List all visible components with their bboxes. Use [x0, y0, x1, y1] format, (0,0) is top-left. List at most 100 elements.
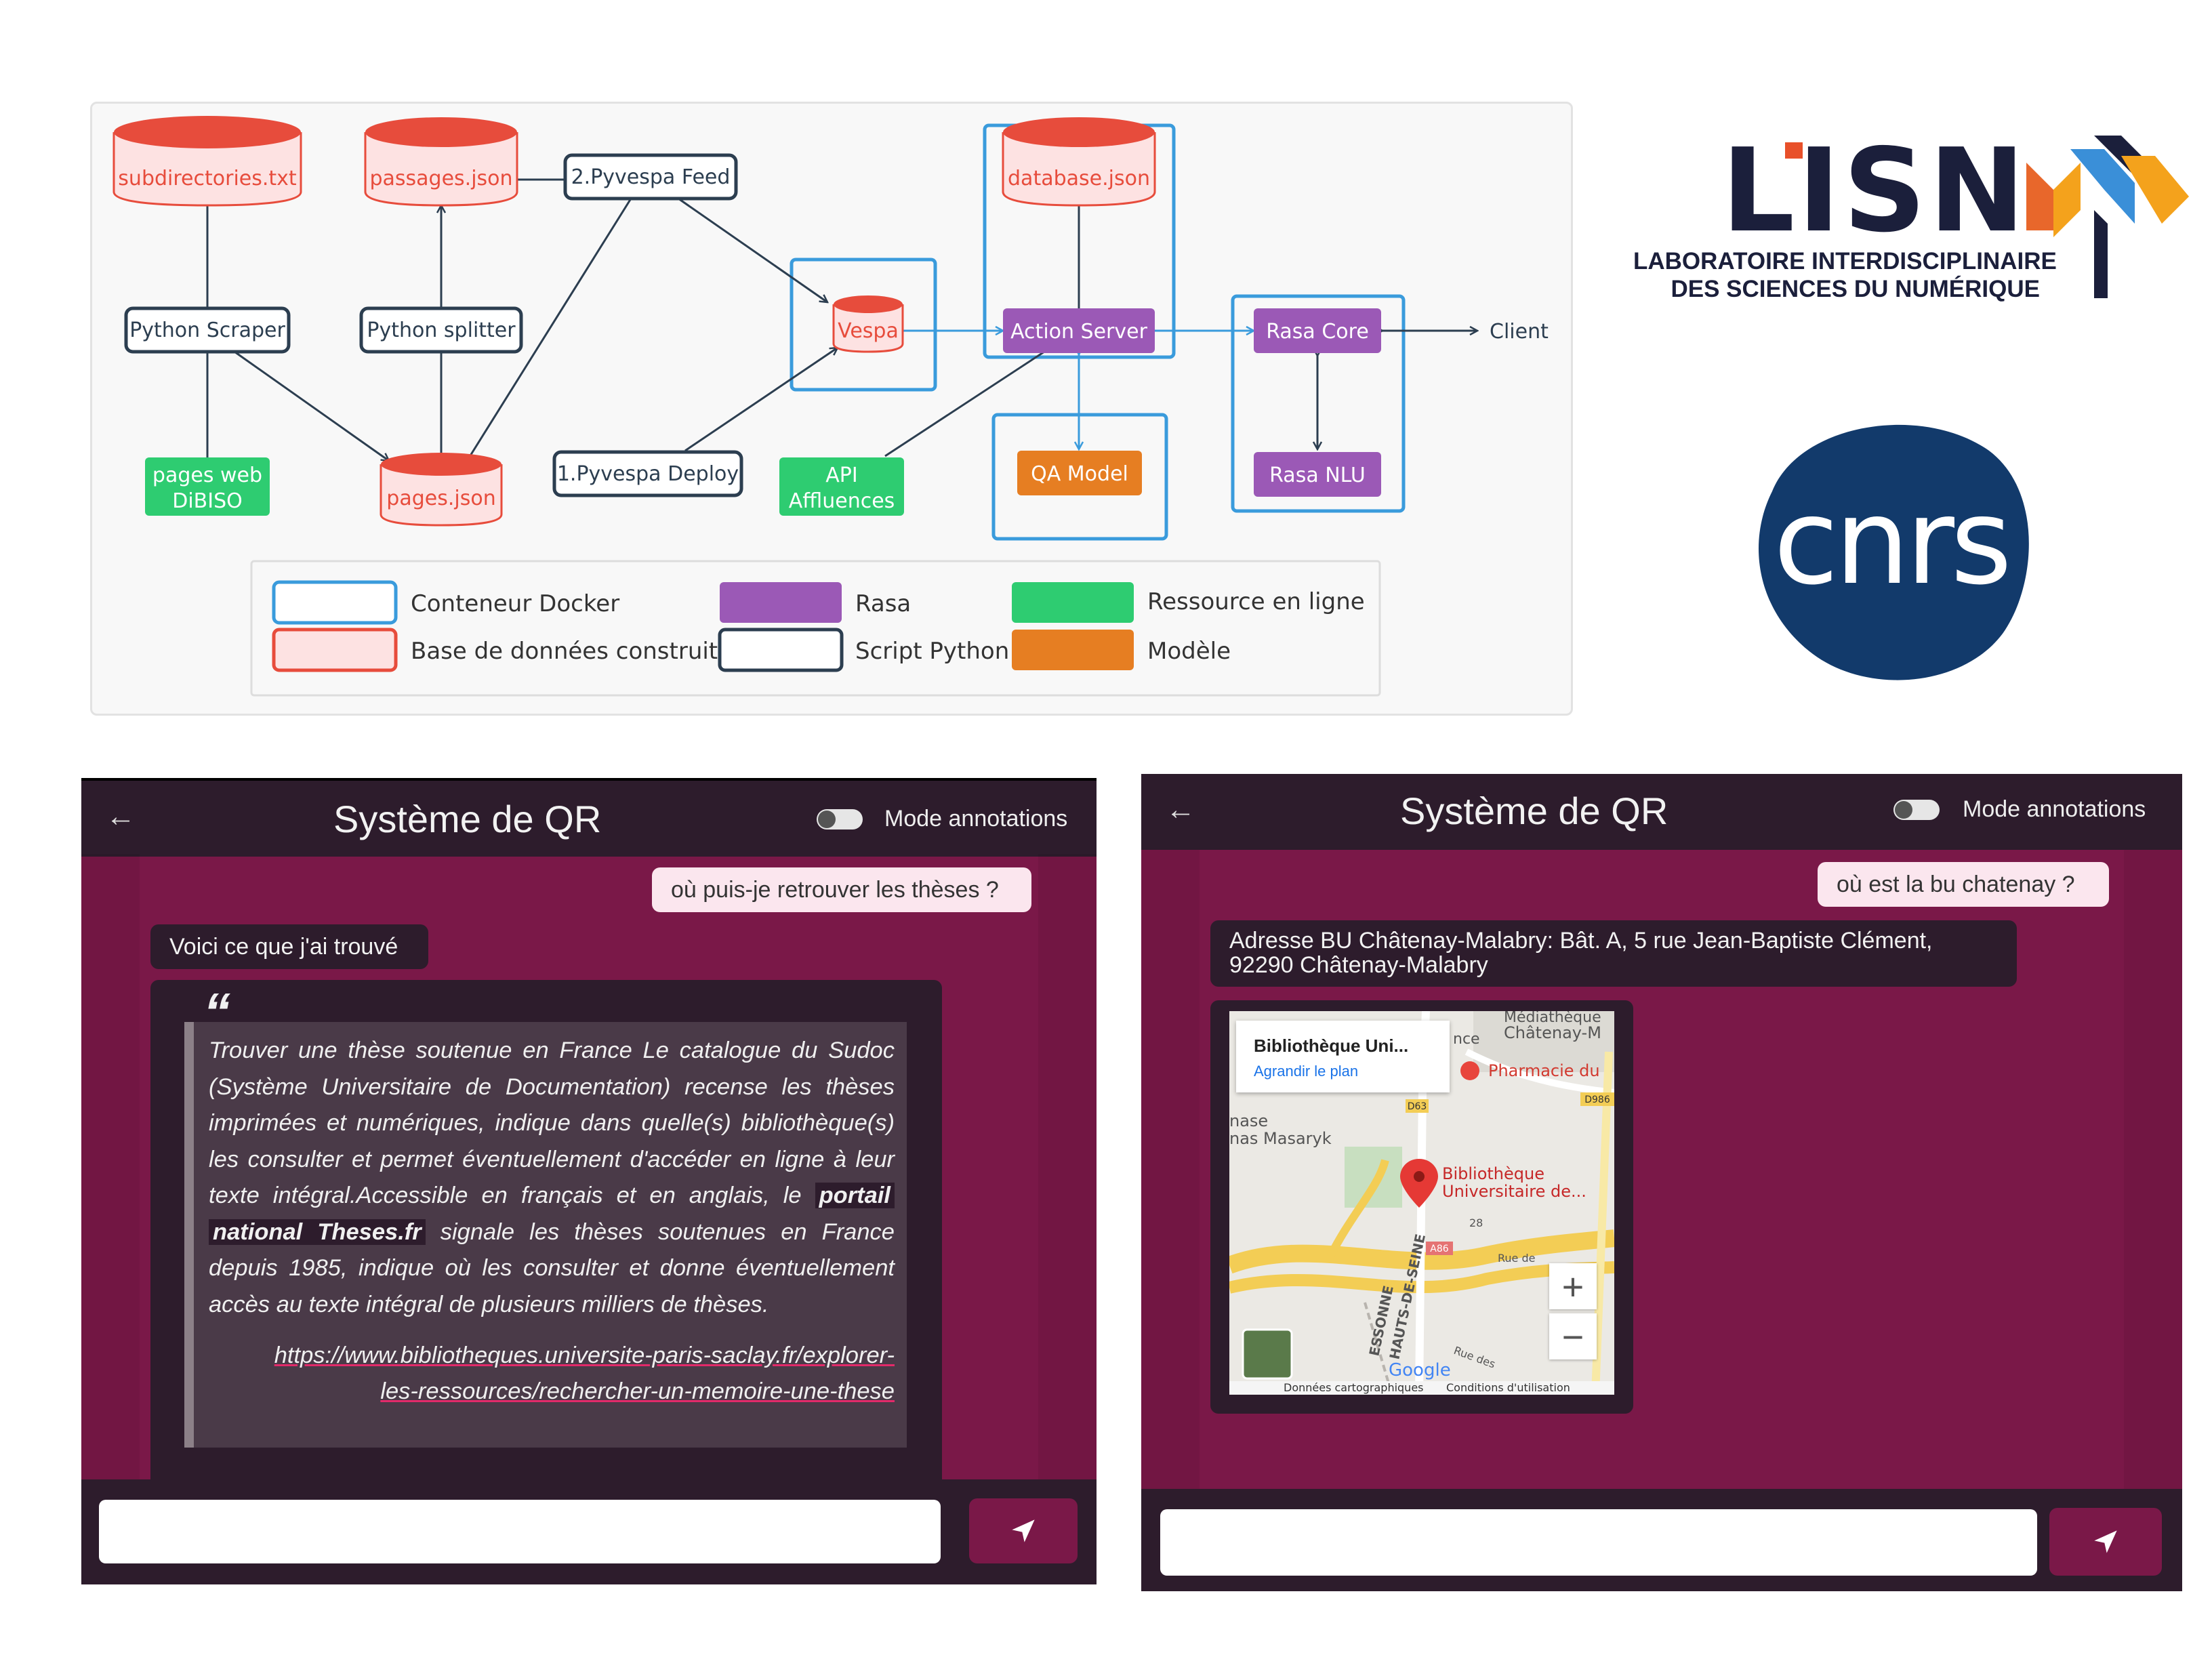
- map-card: D63 D986 A86 28 Rue de Rue des Médiathèq…: [1210, 1000, 1633, 1414]
- quote-link-line2[interactable]: les-ressources/rechercher-un-memoire-une…: [380, 1378, 895, 1404]
- legend-swatch-rasa: [720, 582, 842, 623]
- bot-answer-line1: Adresse BU Châtenay-Malabry: Bât. A, 5 r…: [1229, 928, 1933, 954]
- annotation-mode-label: Mode annotations: [884, 806, 1068, 832]
- script-pyvespa-deploy-label: 1.Pyvespa Deploy: [557, 462, 739, 486]
- legend-db-label: Base de données construite: [411, 638, 732, 665]
- model-qa: QA Model: [1017, 451, 1142, 495]
- edge-deploy-vespa: [684, 348, 838, 452]
- back-arrow-icon[interactable]: ←: [1166, 793, 1195, 826]
- quote-card: “ Trouver une thèse soutenue en France L…: [150, 980, 942, 1495]
- input-bar: [81, 1479, 1097, 1584]
- annotation-mode-toggle[interactable]: [1893, 800, 1940, 820]
- map-popup-link[interactable]: Agrandir le plan: [1254, 1063, 1359, 1080]
- edge-scraper-pagesjson: [234, 350, 389, 461]
- online-pages-web-label2: DiBISO: [172, 489, 243, 513]
- map-road-d63-label: D63: [1408, 1101, 1427, 1112]
- map-road-28-label: 28: [1469, 1216, 1483, 1229]
- quote-link[interactable]: https://www.bibliotheques.universite-par…: [209, 1338, 895, 1410]
- send-button[interactable]: [2049, 1508, 2162, 1576]
- map-road-d986-shield: [1580, 1092, 1614, 1106]
- quote-link-line1[interactable]: https://www.bibliotheques.universite-par…: [274, 1343, 895, 1368]
- map-info-popup: Bibliothèque Uni... Agrandir le plan: [1236, 1021, 1450, 1092]
- send-icon: [2094, 1530, 2117, 1553]
- rasa-core: Rasa Core: [1254, 308, 1381, 353]
- db-passages-label: passages.json: [369, 167, 512, 190]
- chat-side-panel: [2124, 850, 2182, 1500]
- map-highway-a86: [1229, 1229, 1614, 1274]
- user-message-bubble: où puis-je retrouver les thèses ?: [652, 867, 1031, 912]
- map-satellite-thumb[interactable]: [1242, 1328, 1293, 1380]
- db-pages-json: pages.json: [380, 453, 503, 527]
- legend-swatch-docker: [272, 580, 398, 625]
- map-park: [1345, 1147, 1402, 1208]
- quote-bold-portail: portail: [815, 1183, 895, 1208]
- rasa-action-server: Action Server: [1003, 308, 1155, 353]
- online-pages-web-label1: pages web: [152, 464, 262, 487]
- map-road: [1465, 1048, 1614, 1096]
- annotation-mode-label: Mode annotations: [1963, 796, 2146, 822]
- architecture-diagram: subdirectories.txt passages.json databas…: [90, 102, 1573, 716]
- chat-side-panel: [1141, 850, 1200, 1500]
- legend-rasa-label: Rasa: [855, 590, 911, 617]
- bot-answer-bubble: Adresse BU Châtenay-Malabry: Bât. A, 5 r…: [1210, 920, 2017, 987]
- db-database: database.json: [1002, 117, 1156, 207]
- db-vespa-label: Vespa: [838, 319, 899, 343]
- quote-bold-theses: national Theses.fr: [209, 1218, 426, 1245]
- docker-rasa: [1231, 294, 1406, 513]
- script-python-splitter: Python splitter: [359, 306, 523, 354]
- legend-script-label: Script Python: [855, 638, 1009, 665]
- map-footer-terms[interactable]: Conditions d'utilisation: [1446, 1381, 1570, 1394]
- quote-text-2: signale les thèses soutenues en France d…: [209, 1218, 895, 1317]
- embedded-map[interactable]: D63 D986 A86 28 Rue de Rue des Médiathèq…: [1229, 1011, 1614, 1395]
- edge-api-action: [884, 350, 1045, 457]
- script-pyvespa-feed: 2.Pyvespa Feed: [563, 153, 738, 201]
- lisn-tagline-1: LABORATOIRE INTERDISCIPLINAIRE: [1633, 248, 2057, 274]
- model-qa-label: QA Model: [1031, 462, 1128, 486]
- back-arrow-icon[interactable]: ←: [106, 800, 136, 833]
- map-footer-data[interactable]: Données cartographiques: [1284, 1381, 1424, 1394]
- diagram-canvas: subdirectories.txt passages.json databas…: [112, 116, 1549, 697]
- map-pharmacy-label: Pharmacie du: [1488, 1061, 1600, 1080]
- message-input[interactable]: [99, 1500, 941, 1563]
- chat-side-panel: [81, 854, 140, 1491]
- message-input[interactable]: [1160, 1509, 2037, 1576]
- edge-feed-vespa: [678, 197, 827, 302]
- map-road-a86-shield: [1426, 1242, 1453, 1255]
- map-road-a86-label: A86: [1430, 1244, 1448, 1254]
- db-passages: passages.json: [364, 117, 518, 207]
- map-zoom-in-button[interactable]: +: [1549, 1263, 1597, 1309]
- chat-title: Système de QR: [1400, 790, 1668, 832]
- edge-pagesjson-feed: [467, 198, 632, 459]
- chat-side-panel: [1038, 854, 1097, 1491]
- map-pharmacy-icon[interactable]: [1460, 1061, 1479, 1080]
- rasa-core-label: Rasa Core: [1266, 320, 1369, 344]
- bot-intro-bubble: Voici ce que j'ai trouvé: [150, 924, 428, 969]
- rasa-nlu-label: Rasa NLU: [1269, 464, 1366, 487]
- input-bar: [1141, 1489, 2182, 1591]
- legend-model-label: Modèle: [1147, 638, 1231, 665]
- map-popup-title: Bibliothèque Uni...: [1254, 1036, 1409, 1056]
- map-google-logo: Google: [1389, 1360, 1451, 1380]
- map-rue-de-label: Rue de: [1498, 1252, 1535, 1265]
- script-python-scraper-label: Python Scraper: [129, 319, 285, 342]
- bot-answer-line2: 92290 Châtenay-Malabry: [1229, 952, 1488, 978]
- lisn-wordmark: LISN: [1721, 124, 2028, 258]
- legend: Conteneur Docker Base de données constru…: [250, 560, 1381, 697]
- annotation-mode-toggle[interactable]: [817, 809, 863, 830]
- legend-docker-label: Conteneur Docker: [411, 590, 619, 617]
- cnrs-wordmark: cnrs: [1774, 474, 2008, 611]
- legend-swatch-script: [718, 628, 844, 672]
- chat-header: ← Système de QR Mode annotations: [81, 778, 1097, 857]
- online-api-affluences: API: [779, 457, 904, 516]
- chat-window-right: ← Système de QR Mode annotations où est …: [1141, 774, 2182, 1591]
- lisn-tagline-2: DES SCIENCES DU NUMÉRIQUE: [1671, 275, 2040, 302]
- map-pin-icon[interactable]: [1400, 1159, 1438, 1208]
- map-zoom-out-button[interactable]: −: [1549, 1313, 1597, 1359]
- quote-block: Trouver une thèse soutenue en France Le …: [184, 1022, 907, 1448]
- cnrs-logo: cnrs: [1745, 410, 2036, 688]
- rasa-nlu: Rasa NLU: [1254, 452, 1381, 497]
- send-button[interactable]: [969, 1498, 1078, 1563]
- map-partial-label: nce: [1453, 1031, 1480, 1048]
- cnrs-blob: [1759, 424, 2029, 680]
- db-pages-json-label: pages.json: [386, 487, 495, 510]
